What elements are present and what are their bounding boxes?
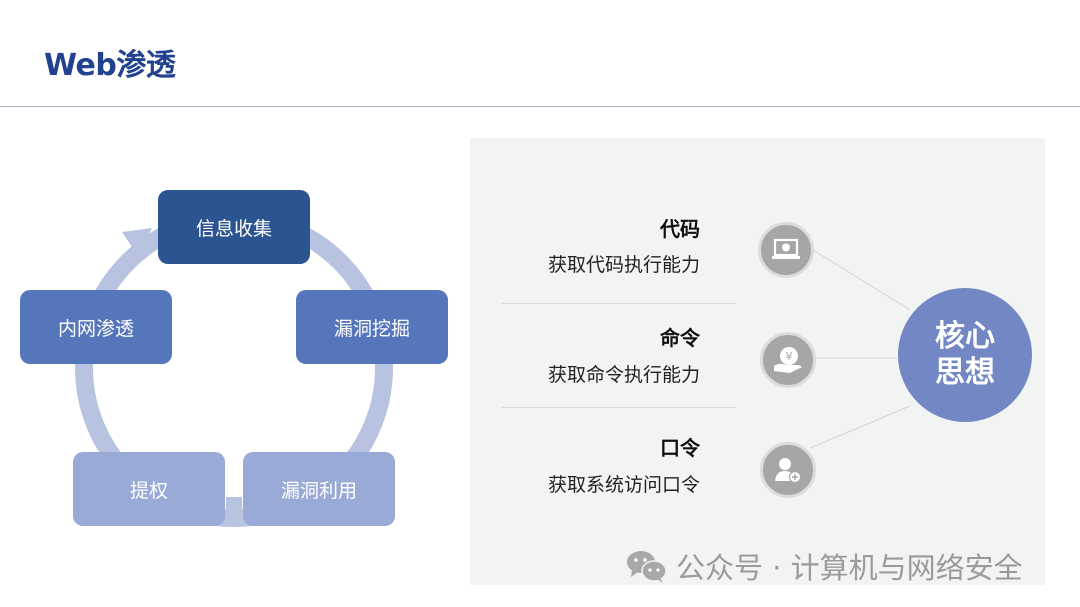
- node-lateral-movement: 内网渗透: [20, 290, 172, 364]
- core-idea-panel: 代码 获取代码执行能力 命令 获取命令执行能力 ¥ 口令 获取系统访问口令 核心…: [470, 138, 1045, 585]
- watermark: 公众号 · 计算机与网络安全: [626, 545, 1023, 587]
- item-command-title: 命令: [660, 326, 700, 350]
- item-password-title: 口令: [660, 436, 700, 460]
- yen-hand-icon: ¥: [760, 332, 816, 388]
- node-vuln-exploit: 漏洞利用: [243, 452, 395, 526]
- node-privilege-escalation: 提权: [73, 452, 225, 526]
- laptop-icon: [758, 222, 814, 278]
- user-add-icon: [760, 442, 816, 498]
- item-divider: [502, 303, 736, 304]
- node-label: 内网渗透: [57, 317, 134, 340]
- item-code-title: 代码: [660, 217, 700, 241]
- core-idea-circle: 核心 思想: [898, 288, 1032, 422]
- node-label: 漏洞利用: [280, 479, 357, 502]
- item-divider: [502, 407, 736, 408]
- item-command-desc: 获取命令执行能力: [547, 364, 700, 386]
- core-line-1: 核心: [935, 319, 995, 354]
- penetration-cycle-diagram: 信息收集 漏洞挖掘 漏洞利用 提权 内网渗透: [0, 180, 460, 540]
- svg-text:¥: ¥: [786, 350, 793, 363]
- page-title: Web渗透: [44, 48, 176, 83]
- node-label: 提权: [129, 479, 168, 502]
- header-divider: [0, 106, 1080, 107]
- watermark-text: 公众号 · 计算机与网络安全: [676, 551, 1023, 585]
- node-label: 信息收集: [195, 217, 272, 240]
- node-vuln-discovery: 漏洞挖掘: [296, 290, 448, 364]
- item-password-desc: 获取系统访问口令: [547, 474, 700, 496]
- core-line-2: 思想: [935, 355, 995, 390]
- connector-lines: [809, 247, 911, 449]
- item-code-desc: 获取代码执行能力: [547, 254, 700, 276]
- node-label: 漏洞挖掘: [333, 317, 410, 340]
- node-info-gathering: 信息收集: [158, 190, 310, 264]
- wechat-icon: [627, 551, 667, 583]
